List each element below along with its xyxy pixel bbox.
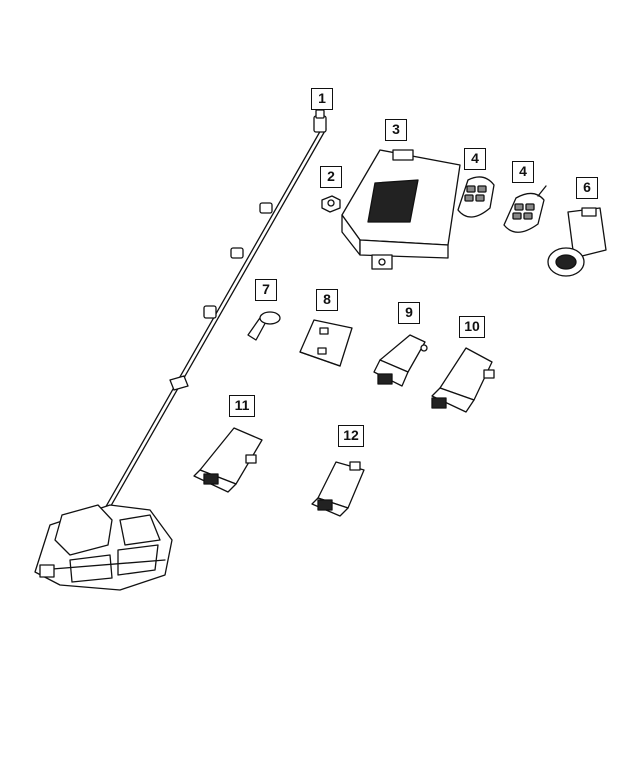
antenna-cable-line [103, 127, 323, 511]
callout-12: 12 [338, 425, 364, 447]
mount-tab [349, 461, 361, 471]
callout-3: 3 [385, 119, 407, 141]
cable-clip [169, 202, 273, 391]
mount-hole [378, 258, 386, 266]
part-9-module[interactable] [373, 334, 428, 387]
callout-4b: 4 [512, 161, 534, 183]
cable-connector-tip [315, 109, 325, 119]
connector [431, 397, 447, 409]
mount-tab [483, 369, 495, 379]
part-2-nut[interactable] [321, 195, 341, 213]
part-4-key-fob-b[interactable] [503, 185, 547, 233]
fob-buttons [464, 185, 487, 202]
part-11-module[interactable] [193, 427, 263, 493]
callout-7: 7 [255, 279, 277, 301]
bracket-slot [317, 347, 327, 355]
part-7-push-pin[interactable] [247, 311, 281, 341]
callout-6: 6 [576, 177, 598, 199]
callout-9: 9 [398, 302, 420, 324]
switch-tab [581, 207, 597, 217]
part-10-module[interactable] [431, 347, 495, 413]
module-tab [392, 149, 414, 161]
connector [203, 473, 219, 485]
callout-10: 10 [459, 316, 485, 338]
bracket-slot [319, 327, 329, 335]
key-blade [537, 185, 547, 197]
connector [317, 499, 333, 511]
antenna-base-module [34, 504, 173, 591]
part-12-module[interactable] [311, 461, 365, 517]
antenna-cable-line [107, 128, 327, 512]
part-6-ignition-switch[interactable] [547, 207, 607, 277]
fob-buttons [512, 203, 535, 220]
part-3-control-module[interactable] [341, 149, 461, 270]
connector [377, 373, 393, 385]
part-8-bracket[interactable] [299, 319, 353, 367]
mount-tab [245, 454, 257, 464]
callout-8: 8 [316, 289, 338, 311]
mount-hole [420, 344, 428, 352]
key-slot [555, 254, 577, 270]
callout-4a: 4 [464, 148, 486, 170]
module-label-plate [367, 179, 419, 223]
callout-2: 2 [320, 166, 342, 188]
part-1-antenna-cable[interactable] [34, 109, 327, 591]
callout-11: 11 [229, 395, 255, 417]
callout-1: 1 [311, 88, 333, 110]
part-4-key-fob-a[interactable] [457, 176, 495, 218]
